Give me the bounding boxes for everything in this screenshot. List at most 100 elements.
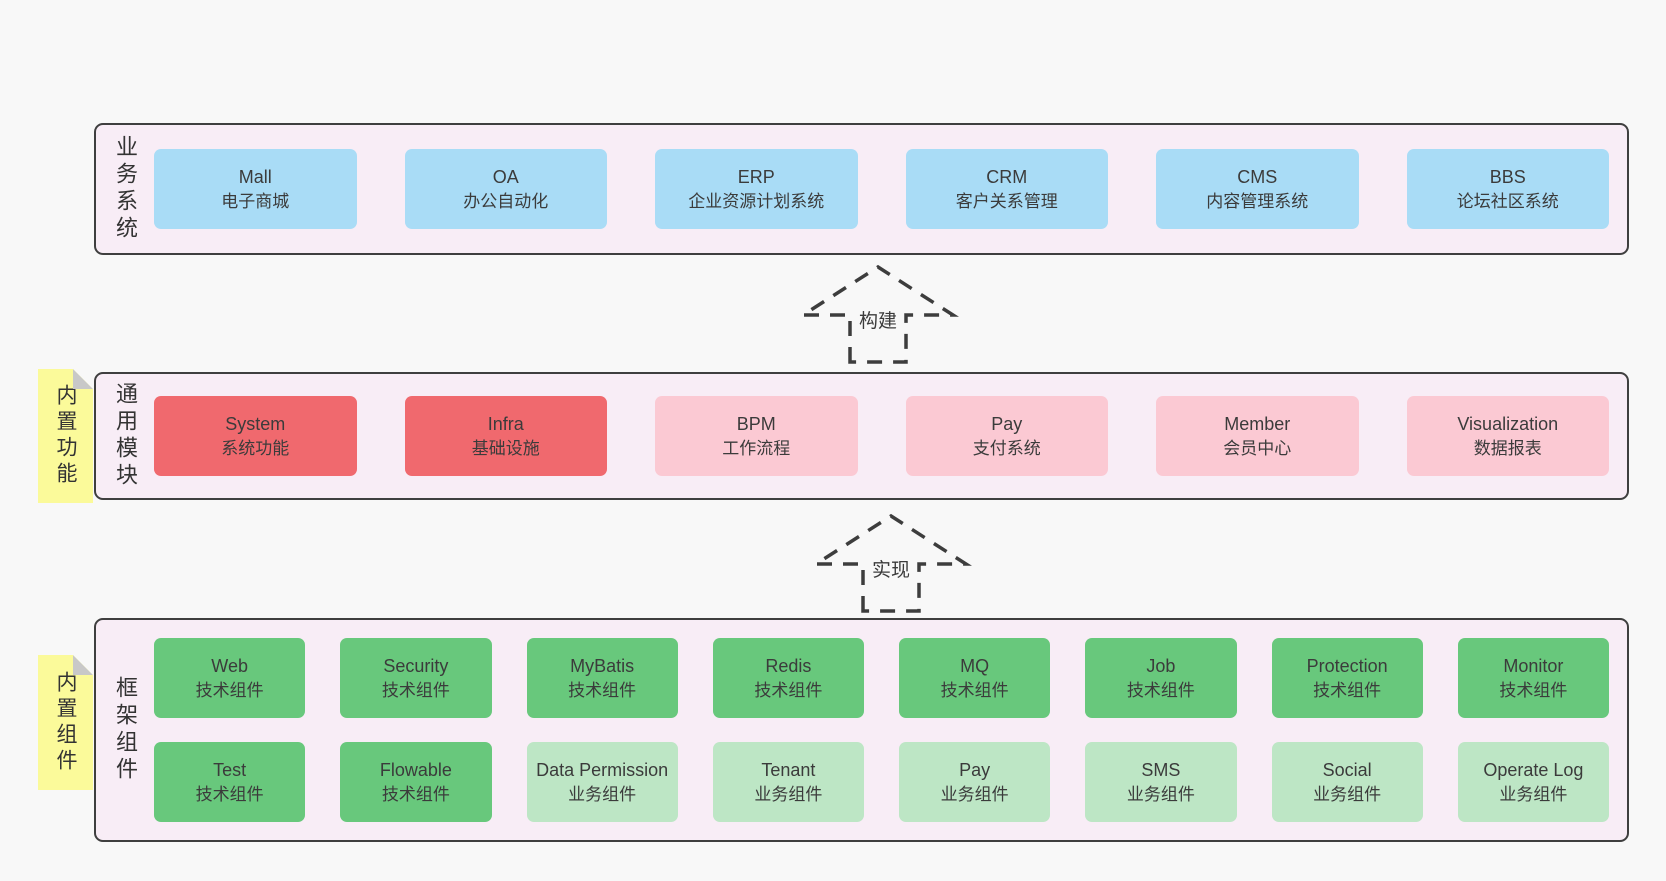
framework-row-1: Web 技术组件 Security 技术组件 MyBatis 技术组件 Redi…	[154, 638, 1609, 718]
box-subtitle: 业务组件	[1499, 784, 1568, 804]
box-title: Monitor	[1503, 655, 1564, 676]
box-monitor: Monitor 技术组件	[1457, 638, 1609, 718]
box-system: System 系统功能	[154, 396, 357, 476]
box-protection: Protection 技术组件	[1271, 638, 1423, 718]
box-subtitle: 业务组件	[754, 784, 823, 804]
box-title: Job	[1146, 655, 1176, 676]
box-subtitle: 支付系统	[972, 438, 1041, 458]
panel-label-business-systems: 业务系统	[96, 125, 154, 253]
business-systems-row: Mall 电子商城 OA 办公自动化 ERP 企业资源计划系统 CRM 客户关系…	[154, 125, 1627, 253]
box-oa: OA 办公自动化	[404, 149, 607, 229]
box-title: BPM	[736, 413, 776, 434]
box-cms: CMS 内容管理系统	[1156, 149, 1359, 229]
build-arrow-label: 构建	[853, 305, 903, 334]
panel-label-text: 通用模块	[113, 382, 138, 490]
box-social: Social 业务组件	[1271, 742, 1423, 822]
box-title: SMS	[1141, 759, 1181, 780]
sticky-built-in-components: 内置组件	[38, 655, 93, 790]
box-title: Visualization	[1457, 413, 1559, 434]
box-title: Security	[383, 655, 449, 676]
box-title: Flowable	[379, 759, 452, 780]
box-title: OA	[492, 166, 519, 187]
box-subtitle: 技术组件	[381, 784, 450, 804]
box-title: Web	[211, 655, 248, 676]
framework-row-2: Test 技术组件 Flowable 技术组件 Data Permission …	[154, 742, 1609, 822]
box-subtitle: 电子商城	[221, 191, 290, 211]
sticky-built-in-features: 内置功能	[38, 369, 93, 503]
panel-label-framework-components: 框架组件	[96, 620, 154, 840]
box-title: Mall	[238, 166, 272, 187]
box-title: System	[225, 413, 286, 434]
box-subtitle: 业务组件	[940, 784, 1009, 804]
box-member: Member 会员中心	[1156, 396, 1359, 476]
box-web: Web 技术组件	[154, 638, 306, 718]
box-title: Infra	[487, 413, 524, 434]
box-job: Job 技术组件	[1085, 638, 1237, 718]
box-title: ERP	[737, 166, 775, 187]
box-sms: SMS 业务组件	[1085, 742, 1237, 822]
box-subtitle: 技术组件	[195, 784, 264, 804]
panel-business-systems: 业务系统 Mall 电子商城 OA 办公自动化 ERP 企业资源计划系统 CRM…	[94, 123, 1629, 255]
box-subtitle: 技术组件	[195, 680, 264, 700]
sticky-text: 内置组件	[54, 670, 77, 775]
box-crm: CRM 客户关系管理	[905, 149, 1108, 229]
framework-components-rows: Web 技术组件 Security 技术组件 MyBatis 技术组件 Redi…	[154, 620, 1627, 840]
box-pay-system: Pay 支付系统	[905, 396, 1108, 476]
box-subtitle: 业务组件	[1126, 784, 1195, 804]
box-subtitle: 基础设施	[471, 438, 540, 458]
box-flowable: Flowable 技术组件	[340, 742, 492, 822]
box-subtitle: 技术组件	[1126, 680, 1195, 700]
up-arrow-icon	[797, 264, 959, 364]
box-subtitle: 业务组件	[568, 784, 637, 804]
box-title: MyBatis	[570, 655, 635, 676]
box-title: Social	[1322, 759, 1372, 780]
box-title: Operate Log	[1483, 759, 1584, 780]
panel-label-text: 业务系统	[113, 135, 138, 243]
box-title: BBS	[1489, 166, 1526, 187]
box-mq: MQ 技术组件	[899, 638, 1051, 718]
box-operate-log: Operate Log 业务组件	[1457, 742, 1609, 822]
box-title: Member	[1224, 413, 1291, 434]
folded-corner-icon	[73, 369, 93, 389]
box-subtitle: 办公自动化	[463, 191, 549, 211]
panel-common-modules: 通用模块 System 系统功能 Infra 基础设施 BPM 工作流程 Pay…	[94, 372, 1629, 500]
box-subtitle: 技术组件	[1313, 680, 1382, 700]
box-subtitle: 技术组件	[381, 680, 450, 700]
box-title: MQ	[960, 655, 990, 676]
box-test: Test 技术组件	[154, 742, 306, 822]
box-subtitle: 会员中心	[1223, 438, 1292, 458]
box-subtitle: 论坛社区系统	[1456, 191, 1559, 211]
folded-corner-icon	[73, 655, 93, 675]
panel-label-text: 框架组件	[113, 676, 138, 784]
box-subtitle: 技术组件	[1499, 680, 1568, 700]
box-mybatis: MyBatis 技术组件	[526, 638, 678, 718]
box-title: Data Permission	[536, 759, 669, 780]
box-pay-component: Pay 业务组件	[899, 742, 1051, 822]
box-erp: ERP 企业资源计划系统	[655, 149, 858, 229]
panel-framework-components: 框架组件 Web 技术组件 Security 技术组件 MyBatis 技术组件…	[94, 618, 1629, 842]
implement-arrow: 实现	[806, 512, 976, 614]
sticky-text: 内置功能	[54, 384, 77, 488]
box-mall: Mall 电子商城	[154, 149, 357, 229]
box-bpm: BPM 工作流程	[655, 396, 858, 476]
box-subtitle: 系统功能	[221, 438, 290, 458]
panel-label-common-modules: 通用模块	[96, 374, 154, 498]
box-subtitle: 内容管理系统	[1206, 191, 1309, 211]
box-subtitle: 工作流程	[722, 438, 791, 458]
box-subtitle: 技术组件	[568, 680, 637, 700]
common-modules-row: System 系统功能 Infra 基础设施 BPM 工作流程 Pay 支付系统…	[154, 374, 1627, 498]
box-title: CMS	[1237, 166, 1278, 187]
box-infra: Infra 基础设施	[404, 396, 607, 476]
box-title: Test	[213, 759, 247, 780]
box-title: Redis	[765, 655, 812, 676]
box-subtitle: 技术组件	[754, 680, 823, 700]
box-data-permission: Data Permission 业务组件	[526, 742, 678, 822]
box-title: CRM	[986, 166, 1028, 187]
box-subtitle: 客户关系管理	[955, 191, 1058, 211]
box-subtitle: 技术组件	[940, 680, 1009, 700]
box-tenant: Tenant 业务组件	[712, 742, 864, 822]
implement-arrow-label: 实现	[866, 554, 916, 583]
box-security: Security 技术组件	[340, 638, 492, 718]
box-redis: Redis 技术组件	[712, 638, 864, 718]
box-title: Protection	[1306, 655, 1388, 676]
